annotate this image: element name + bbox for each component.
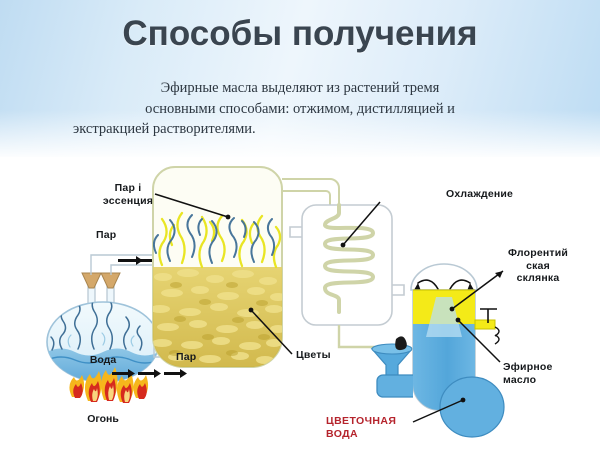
distillation-diagram: Вода xyxy=(0,157,600,450)
fire-label-text: Огонь xyxy=(87,413,119,425)
water-label-text: Вода xyxy=(90,354,117,366)
steam-arrows-bottom xyxy=(112,369,187,378)
flask-outlet-arm xyxy=(376,374,413,398)
paragraph-line-1: Эфирные масла выделяют из растений тремя xyxy=(160,80,440,96)
condenser-chamber xyxy=(301,204,393,326)
dome-arrow-heads xyxy=(414,283,474,291)
leader-cooling xyxy=(342,201,381,246)
label-cooling: Охлаждение xyxy=(446,188,514,200)
burner-flames xyxy=(69,367,149,403)
condenser-ports xyxy=(289,226,405,296)
label-flowers: Цветы xyxy=(296,349,331,361)
condenser-coil xyxy=(322,203,376,314)
leader-flowers xyxy=(250,309,293,355)
condenser-group xyxy=(289,203,405,349)
flask-tap[interactable] xyxy=(474,308,500,345)
label-essential-oil: Эфирное масло xyxy=(503,361,553,386)
boiling-flask-group: Вода xyxy=(46,272,160,425)
flask-necks xyxy=(81,272,121,308)
dome-arrows xyxy=(417,279,471,290)
vapor-transfer-pipe xyxy=(282,178,340,207)
apparatus-illustration: Вода xyxy=(46,166,505,438)
leader-lines xyxy=(154,193,504,423)
label-steam-bottom: Пар xyxy=(176,351,197,363)
condenser-outlet xyxy=(337,325,391,349)
flask-dome xyxy=(410,263,478,291)
leader-floral-water xyxy=(412,399,464,423)
leader-dots xyxy=(225,214,466,403)
leader-arrowheads xyxy=(495,271,503,278)
page-title: Способы получения xyxy=(122,14,478,53)
paragraph-line-3: экстракцией растворителями. xyxy=(73,121,256,137)
paragraph-line-2: основными способами: отжимом, дистилляци… xyxy=(145,100,455,117)
slide-header: Способы получения Эфирные масла выделяют… xyxy=(0,0,600,157)
flower-texture xyxy=(153,269,282,364)
intro-paragraph: Эфирные масла выделяют из растений тремя… xyxy=(55,78,545,140)
leader-vapor-essence xyxy=(154,193,229,218)
drip-drop xyxy=(395,336,407,351)
vapor-squiggles-blue xyxy=(153,214,276,264)
flower-vessel-group xyxy=(152,166,283,368)
label-floral-water: ЦВЕТОЧНАЯ ВОДА xyxy=(326,415,397,440)
leader-florentine xyxy=(451,270,504,310)
leader-essential-oil xyxy=(457,319,501,363)
floral-water-bulb xyxy=(439,376,505,438)
label-florentine-flask: Флорентий ская склянка xyxy=(507,247,569,284)
funnel-group xyxy=(370,336,414,392)
label-steam-left: Пар xyxy=(96,229,117,241)
label-vapor-essence: Пар і эссенция xyxy=(102,182,154,207)
